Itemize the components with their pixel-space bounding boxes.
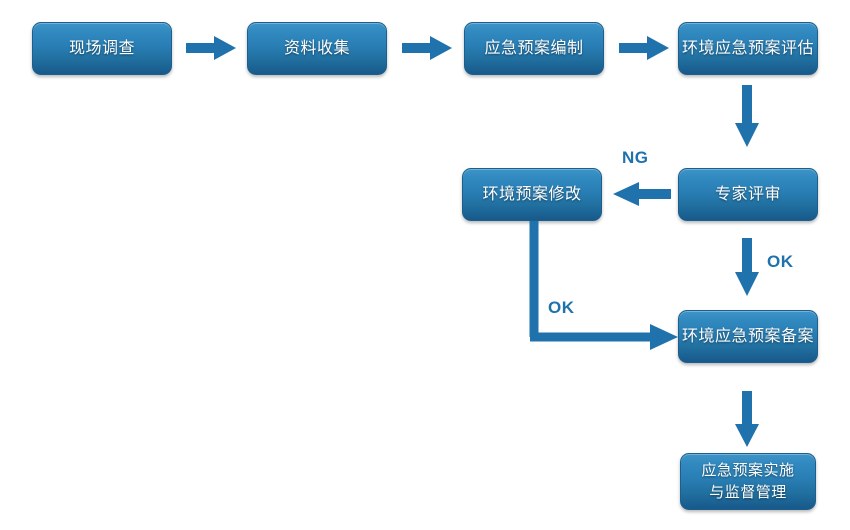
node-label: 环境应急预案评估	[681, 39, 814, 57]
node-plan-implementation[interactable]: 应急预案实施 与监督管理	[680, 453, 816, 510]
node-label: 环境预案修改	[482, 185, 582, 203]
arrow-site-survey-to-data-collection	[186, 34, 236, 62]
node-plan-revision[interactable]: 环境预案修改	[462, 168, 602, 221]
arrow-plan-evaluation-to-expert-review	[733, 85, 761, 147]
node-label: 环境应急预案备案	[681, 327, 814, 345]
node-label: 应急预案实施 与监督管理	[701, 461, 795, 501]
node-site-survey[interactable]: 现场调查	[32, 22, 172, 75]
branch-label-ok-review: OK	[767, 252, 794, 271]
node-plan-preparation[interactable]: 应急预案编制	[464, 22, 604, 75]
arrow-plan-preparation-to-plan-evaluation	[619, 34, 669, 62]
branch-label-ok-revision: OK	[548, 298, 575, 317]
arrow-plan-filing-to-plan-implementation	[733, 391, 761, 447]
branch-label-ng: NG	[622, 148, 649, 167]
node-label: 应急预案编制	[484, 39, 584, 57]
node-label: 现场调查	[68, 39, 135, 57]
node-plan-filing[interactable]: 环境应急预案备案	[678, 310, 818, 363]
node-expert-review[interactable]: 专家评审	[678, 168, 818, 221]
arrow-data-collection-to-plan-preparation	[402, 34, 452, 62]
arrow-expert-review-to-plan-filing-ok	[733, 238, 761, 296]
connector-plan-revision-to-plan-filing-ok	[520, 221, 680, 351]
node-label: 专家评审	[714, 185, 781, 203]
arrow-expert-review-to-plan-revision-ng	[613, 180, 671, 208]
node-label: 资料收集	[283, 39, 350, 57]
node-plan-evaluation[interactable]: 环境应急预案评估	[678, 22, 818, 75]
node-data-collection[interactable]: 资料收集	[247, 22, 387, 75]
